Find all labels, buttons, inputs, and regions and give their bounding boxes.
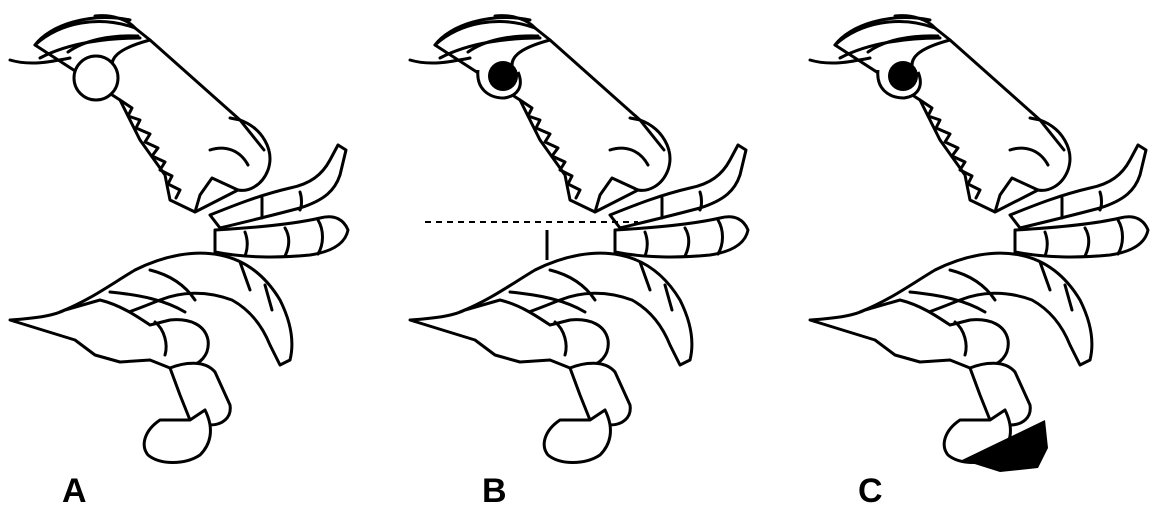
panel-c: C xyxy=(800,0,1164,519)
claw xyxy=(410,16,670,212)
crab-drawing xyxy=(400,0,788,519)
panel-a: A xyxy=(0,0,388,519)
eye-marker-filled xyxy=(488,61,518,91)
panel-label: C xyxy=(858,474,883,508)
crab-drawing xyxy=(0,0,388,519)
claw xyxy=(10,16,270,212)
eye-marker-filled xyxy=(888,61,918,91)
panel-label: A xyxy=(62,474,87,508)
panel-label: B xyxy=(482,474,507,508)
crab-drawing xyxy=(800,0,1164,519)
claw xyxy=(810,16,1070,212)
panel-b: B xyxy=(400,0,788,519)
eye-marker-open xyxy=(74,56,118,100)
